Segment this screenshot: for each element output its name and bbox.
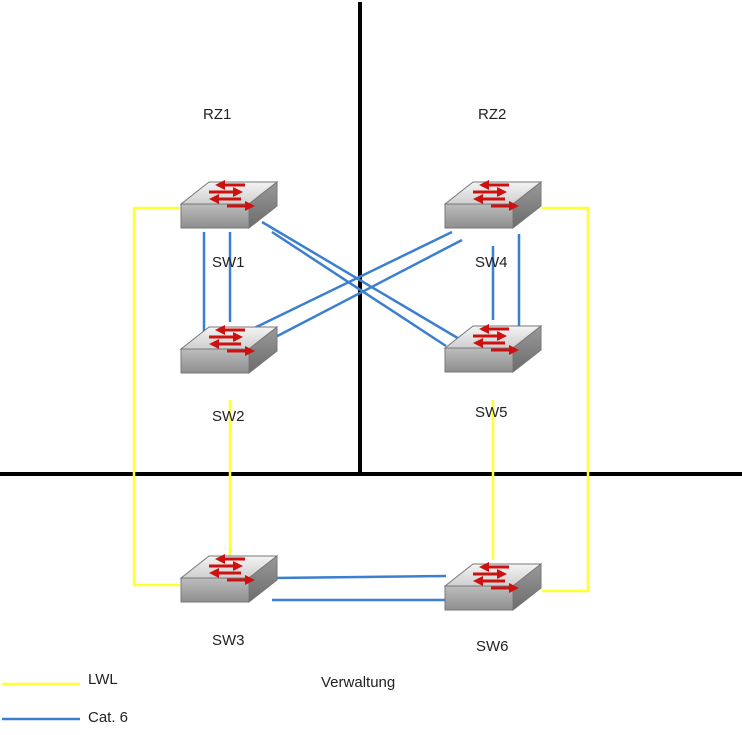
zone-label-rz2: RZ2	[478, 106, 507, 123]
legend-lwl-label: LWL	[88, 671, 118, 688]
link-sw4-sw2-a	[245, 230, 453, 334]
lwl-links	[132, 206, 590, 593]
switch-sw4-icon	[443, 178, 543, 230]
switch-label-sw4: SW4	[475, 254, 508, 271]
link-sw1-sw3-lwl	[132, 206, 180, 587]
switch-label-sw3: SW3	[212, 632, 245, 649]
switch-label-sw1: SW1	[212, 254, 245, 271]
switch-sw3-icon	[179, 552, 279, 604]
switch-label-sw5: SW5	[475, 404, 508, 421]
link-sw4-sw6-lwl	[542, 206, 590, 593]
switch-sw5-icon	[443, 322, 543, 374]
switch-label-sw2: SW2	[212, 408, 245, 425]
legend-cat6-label: Cat. 6	[88, 709, 129, 726]
switch-sw1-icon	[179, 178, 279, 230]
zone-label-rz1: RZ1	[203, 106, 232, 123]
cat6-links	[202, 220, 521, 602]
zone-label-verwaltung: Verwaltung	[321, 674, 396, 691]
switch-sw6-icon	[443, 560, 543, 612]
switch-label-sw6: SW6	[476, 638, 509, 655]
link-sw3-sw6-a	[271, 574, 447, 580]
link-sw1-sw5-a	[261, 220, 462, 342]
switch-sw2-icon	[179, 323, 279, 375]
link-sw1-sw5-b	[271, 230, 447, 348]
link-sw4-sw2-b	[261, 238, 463, 346]
